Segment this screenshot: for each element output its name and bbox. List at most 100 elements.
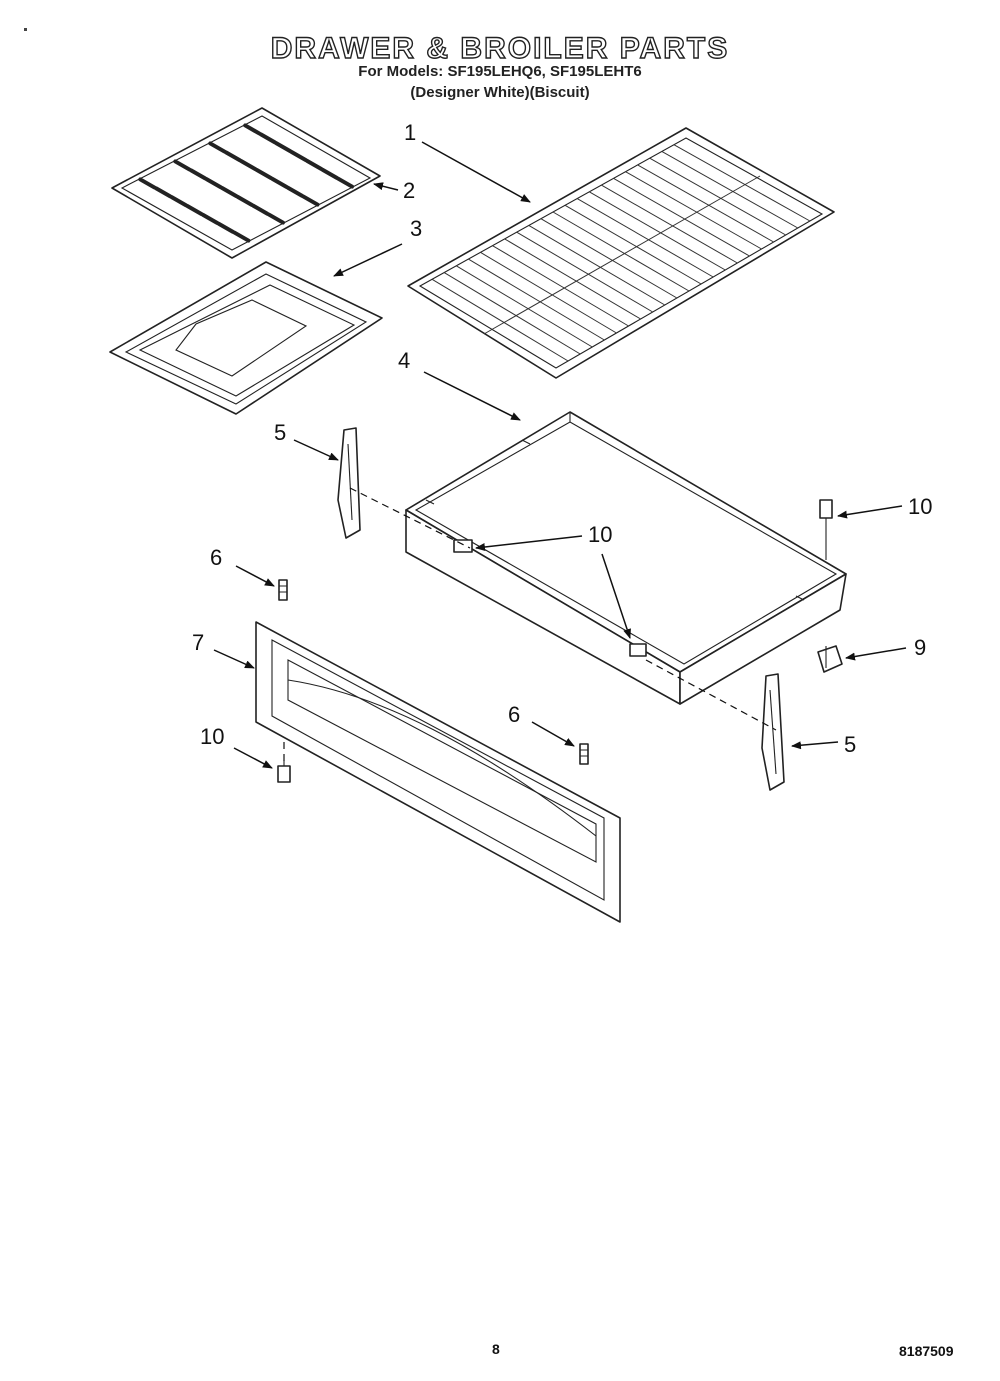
grid-slot: [220, 186, 239, 198]
grid-slot: [266, 212, 285, 225]
grid-slot: [243, 123, 262, 136]
drawer-tub: [405, 411, 847, 705]
grid-slot: [258, 132, 277, 145]
document-number: 8187509: [899, 1343, 954, 1359]
rack-wire: [431, 278, 569, 362]
drawer-front-panel: [255, 621, 621, 923]
page-title: DRAWER & BROILER PARTS: [270, 31, 730, 65]
grid-slot: [285, 185, 304, 198]
bolt-10-side: [629, 643, 647, 657]
grid-slot: [204, 177, 223, 190]
leader-2: [373, 182, 399, 191]
bolt-10-center: [453, 539, 473, 553]
leader-10-rear: [837, 505, 903, 519]
grid-slot: [188, 168, 207, 181]
callout-5-right: 5: [844, 732, 856, 757]
rack-wire: [480, 251, 617, 334]
leader-4: [423, 371, 521, 421]
rack-wire: [564, 204, 702, 285]
grid-slot: [216, 221, 235, 234]
rack-wire: [468, 258, 605, 341]
grid-slot: [169, 195, 188, 208]
rack-wire: [492, 245, 629, 327]
grid-slot: [173, 159, 192, 172]
rack-wire: [613, 177, 750, 257]
callout-1: 1: [404, 120, 416, 145]
grid-slot: [301, 194, 320, 207]
callout-10-center: 10: [588, 522, 612, 547]
alignment-line-left: [349, 487, 471, 549]
alignment-line-right: [645, 659, 777, 731]
rack-wire: [673, 144, 811, 222]
leader-10-front: [233, 747, 273, 769]
grid-slot: [201, 212, 220, 225]
broiler-pan: [109, 261, 383, 415]
rack-wire: [552, 211, 690, 292]
leader-7: [213, 649, 255, 669]
grid-slot: [185, 204, 204, 216]
grid-slot: [289, 150, 308, 162]
broiler-grid: [111, 107, 381, 259]
callout-6-left: 6: [210, 545, 222, 570]
grid-slot: [270, 176, 289, 189]
grid-slot: [254, 168, 273, 180]
leader-3: [333, 243, 403, 277]
rack-wire: [456, 265, 593, 348]
rack-wire: [504, 238, 641, 320]
grid-slot: [251, 203, 270, 216]
page-number: 8: [492, 1341, 500, 1357]
grid-slot: [138, 177, 157, 190]
callout-10-front: 10: [200, 724, 224, 749]
rack-wire: [576, 198, 714, 278]
rack-wire: [589, 191, 726, 271]
rack-wire: [516, 231, 653, 313]
leader-9: [845, 647, 907, 661]
leader-6-right: [531, 721, 575, 747]
rack-wire: [661, 151, 799, 229]
callout-9: 9: [914, 635, 926, 660]
screw-6-left: [278, 579, 288, 601]
bolt-10-front: [277, 760, 291, 783]
leader-5-left: [293, 439, 339, 461]
callout-6-right: 6: [508, 702, 520, 727]
callout-10-rear: 10: [908, 494, 932, 519]
grid-slot: [235, 194, 254, 207]
rack-wire: [625, 171, 762, 250]
clip-9: [817, 645, 843, 673]
grid-slot: [208, 141, 227, 154]
grid-slot: [320, 167, 339, 180]
callout-7: 7: [192, 630, 204, 655]
leader-6-left: [235, 565, 275, 587]
grid-slot: [239, 159, 258, 172]
rack-wire: [601, 184, 738, 264]
callout-5-left: 5: [274, 420, 286, 445]
grid-slot: [223, 150, 242, 163]
leader-1: [421, 141, 531, 203]
leader-10-side: [601, 553, 631, 639]
rack-wire: [528, 225, 666, 306]
broiler-grid-slots: [138, 123, 355, 243]
models-line: For Models: SF195LEHQ6, SF195LEHT6: [358, 63, 642, 80]
drawer-slide-right: [761, 673, 785, 791]
rack-wire: [540, 218, 678, 299]
callout-4: 4: [398, 348, 410, 373]
screw-6-right: [579, 743, 589, 765]
drawer-slide-left: [337, 427, 361, 539]
rack-wire: [637, 164, 774, 243]
grid-slot: [232, 230, 251, 243]
grid-slot: [305, 158, 324, 171]
drawer-rack-wires: [431, 144, 811, 362]
colors-line: (Designer White)(Biscuit): [410, 84, 590, 101]
drawer-rack: [407, 127, 835, 379]
grid-slot: [336, 176, 355, 189]
grid-slot: [154, 186, 173, 199]
bolt-10-rear: [819, 499, 833, 560]
leader-10-center: [475, 535, 583, 551]
leader-5-right: [791, 741, 839, 750]
callout-3: 3: [410, 216, 422, 241]
corner-mark: [24, 28, 27, 31]
grid-slot: [274, 141, 293, 154]
rack-wire: [443, 272, 581, 355]
callout-2: 2: [403, 178, 415, 203]
